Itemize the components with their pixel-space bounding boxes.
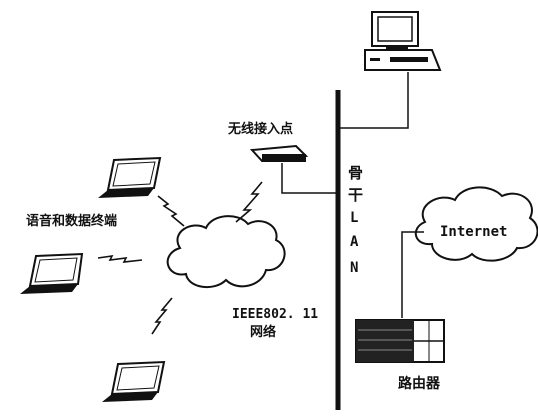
laptop-icon — [98, 156, 162, 198]
ieee-sublabel: 网络 — [250, 324, 276, 340]
backbone-char-5: N — [350, 260, 358, 276]
internet-link — [401, 231, 424, 318]
terminals-label: 语音和数据终端 — [26, 213, 117, 229]
lightning-bolt-icon — [97, 181, 263, 335]
internet-label: Internet — [440, 224, 507, 240]
router-label: 路由器 — [398, 375, 441, 392]
backbone-label: 骨 干 L A N — [348, 164, 363, 276]
laptop-icon — [20, 252, 84, 294]
desktop-link — [340, 72, 409, 129]
backbone-char-1: 骨 — [348, 164, 363, 182]
internet-cloud-icon: Internet — [414, 186, 538, 262]
backbone-char-2: 干 — [348, 186, 363, 204]
access-point-label: 无线接入点 — [227, 121, 293, 137]
ieee-label: IEEE802. 11 — [232, 307, 318, 322]
laptop-icon — [102, 360, 166, 402]
router-icon — [355, 319, 445, 363]
backbone-char-3: L — [350, 210, 358, 226]
desktop-computer-icon — [364, 11, 442, 71]
access-point-link — [281, 163, 336, 194]
access-point-icon — [249, 144, 309, 163]
wireless-network-cloud-icon — [166, 215, 286, 289]
backbone-char-4: A — [350, 234, 359, 250]
